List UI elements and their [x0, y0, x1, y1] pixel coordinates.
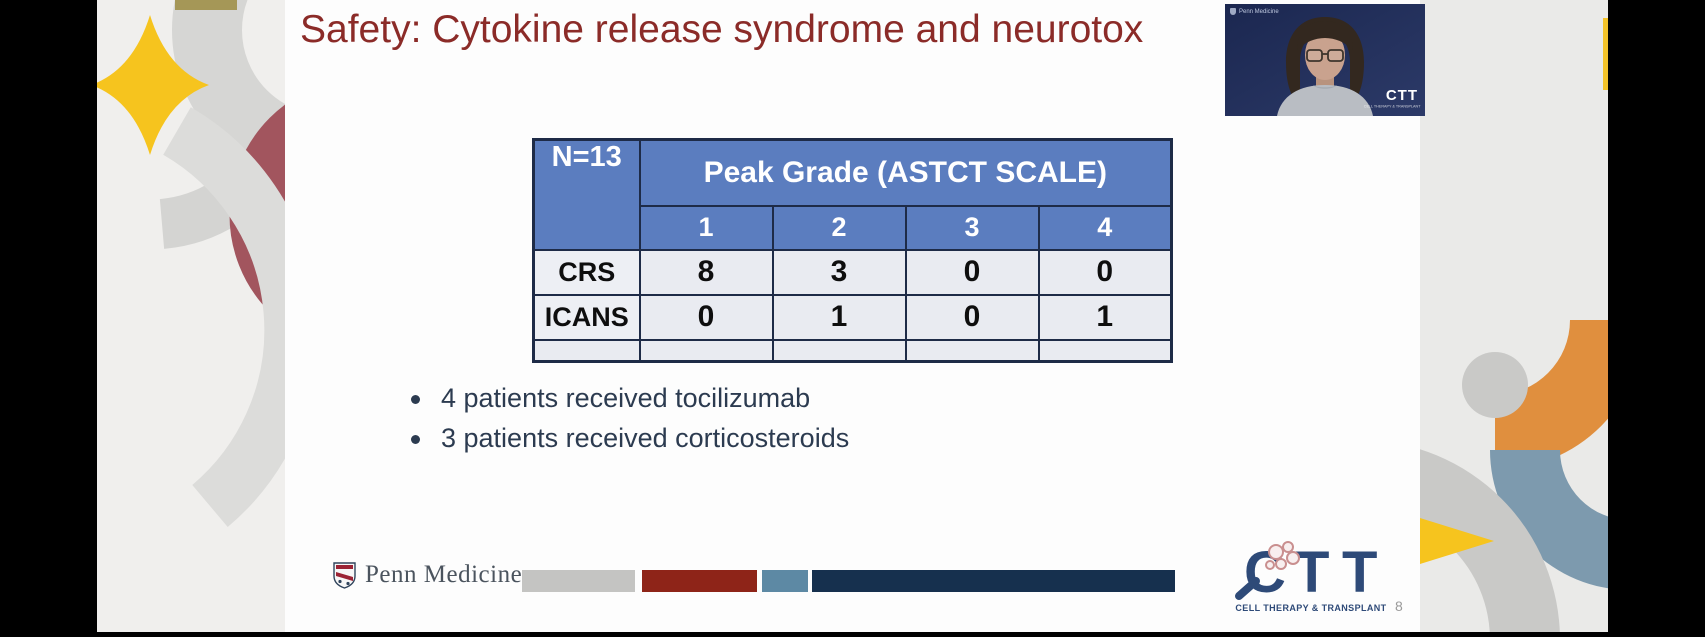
- bullet-list: 4 patients received tocilizumab 3 patien…: [403, 383, 849, 463]
- table-row-icans: ICANS 0 1 0 1: [532, 293, 1173, 341]
- crs-grade4-value: 0: [1037, 248, 1173, 296]
- page-number: 8: [1395, 598, 1403, 614]
- penn-medicine-label: Penn Medicine: [365, 561, 523, 588]
- penn-shield-mini-icon: [1230, 8, 1236, 15]
- grade-col-4: 4: [1037, 204, 1173, 251]
- bullet-corticosteroids: 3 patients received corticosteroids: [403, 423, 849, 454]
- icans-grade2-value: 1: [771, 293, 907, 341]
- footer-bar-steel: [762, 570, 808, 592]
- grade-col-3: 3: [904, 204, 1040, 251]
- footer-bar-gray: [522, 570, 635, 592]
- ctt-logo: C T T CELL THERAPY & TRANSPLANT: [1230, 538, 1392, 613]
- letterbox-bottom: [0, 632, 1705, 637]
- footer-bar-red: [642, 570, 757, 592]
- row-label-crs: CRS: [532, 248, 641, 296]
- table-n-cell: N=13: [532, 138, 641, 251]
- icans-grade1-value: 0: [638, 293, 774, 341]
- grade-col-1: 1: [638, 204, 774, 251]
- left-pattern-arcs-graphic: [97, 0, 285, 528]
- glasses-icon: [1306, 49, 1344, 62]
- ctt-cells-icon: [1265, 541, 1300, 570]
- svg-text:T: T: [1342, 540, 1377, 600]
- webcam-watermark: Penn Medicine: [1230, 8, 1279, 15]
- svg-text:T: T: [1294, 540, 1329, 600]
- grade-col-2: 2: [771, 204, 907, 251]
- presenter-webcam[interactable]: Penn Medicine CTT CELL THERAPY & TRANSPL…: [1225, 4, 1425, 116]
- slide-title: Safety: Cytokine release syndrome and ne…: [300, 8, 1144, 51]
- ctt-subtext: CELL THERAPY & TRANSPLANT: [1235, 603, 1387, 613]
- ctt-logo-graphic: C T T: [1235, 540, 1377, 605]
- left-decorative-strip: [97, 0, 285, 632]
- penn-shield-icon: [333, 561, 356, 589]
- right-decorative-strip: [1420, 0, 1608, 632]
- presentation-slide: Safety: Cytokine release syndrome and ne…: [285, 0, 1420, 632]
- crs-grade1-value: 8: [638, 248, 774, 296]
- table-empty-row: [532, 338, 1173, 363]
- bullet-tocilizumab: 4 patients received tocilizumab: [403, 383, 849, 414]
- icans-grade4-value: 1: [1037, 293, 1173, 341]
- table-scale-header: Peak Grade (ASTCT SCALE): [638, 138, 1173, 207]
- table-row-crs: CRS 8 3 0 0: [532, 248, 1173, 296]
- webcam-watermark-text: Penn Medicine: [1239, 8, 1279, 15]
- right-pattern-arcs-graphic: [1420, 18, 1608, 632]
- webcam-ctt-watermark-sub: CELL THERAPY & TRANSPLANT: [1363, 105, 1420, 109]
- webcam-ctt-watermark: CTT: [1385, 87, 1418, 104]
- icans-grade3-value: 0: [904, 293, 1040, 341]
- presenter-portrait-graphic: [1225, 4, 1425, 116]
- footer-bar-navy: [812, 570, 1175, 592]
- crs-grade2-value: 3: [771, 248, 907, 296]
- row-label-icans: ICANS: [532, 293, 641, 341]
- peak-grade-table: N=13 Peak Grade (ASTCT SCALE) 1 2 3 4 CR…: [532, 138, 1174, 363]
- crs-grade3-value: 0: [904, 248, 1040, 296]
- penn-medicine-logo: Penn Medicine: [333, 561, 522, 589]
